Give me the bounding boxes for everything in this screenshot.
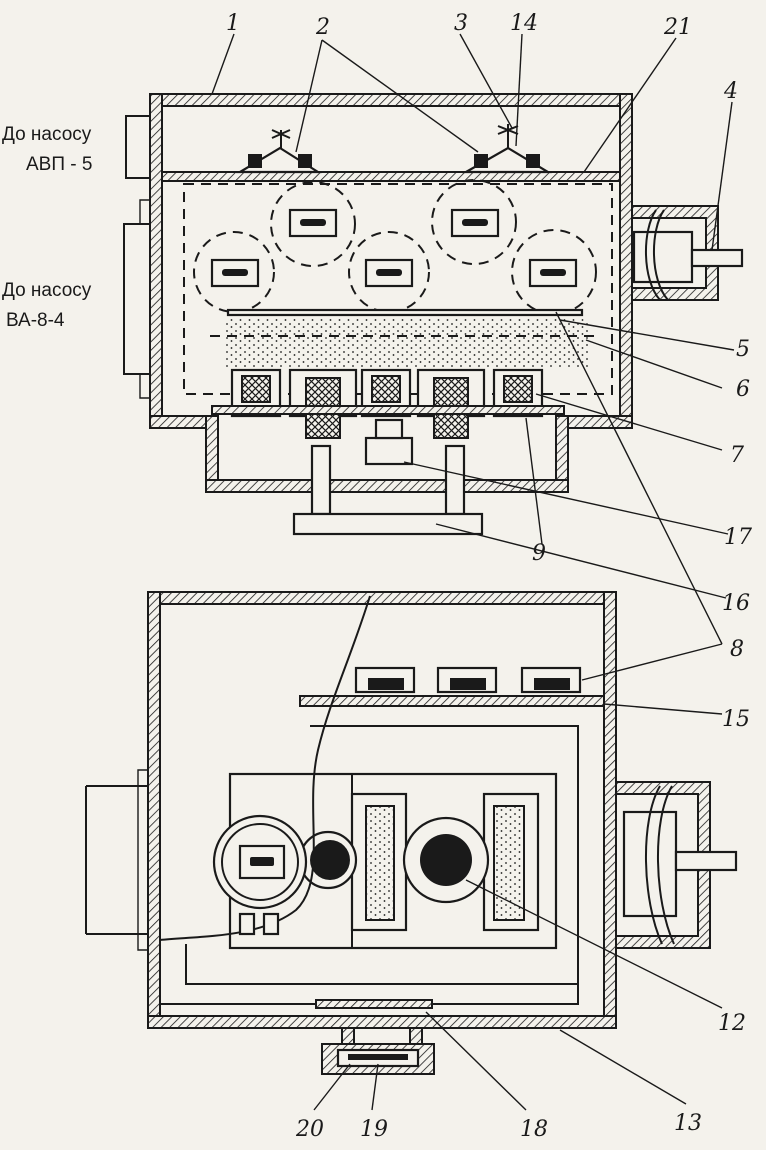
bottom-plan-view bbox=[85, 591, 738, 1075]
top-section-view bbox=[123, 93, 744, 536]
pump-label-va84-line1: До насосу bbox=[2, 280, 92, 301]
lower-box-bottom bbox=[205, 479, 569, 493]
screen-5 bbox=[226, 308, 584, 317]
callout-8: 8 bbox=[730, 637, 744, 662]
chamber-left-wall bbox=[149, 93, 163, 429]
callout-1: 1 bbox=[226, 11, 240, 36]
plan-bottom-wall bbox=[147, 1015, 617, 1029]
chamber-right-wall bbox=[619, 93, 633, 429]
pump-label-va84-line2: ВА-8-4 bbox=[6, 310, 65, 331]
callout-9: 9 bbox=[532, 541, 546, 566]
base-plate-9 bbox=[211, 405, 565, 415]
callout-7: 7 bbox=[730, 443, 744, 468]
manipulator-4 bbox=[631, 205, 744, 301]
cutaway-line bbox=[159, 595, 371, 941]
callout-2: 2 bbox=[315, 15, 330, 40]
callout-21: 21 bbox=[663, 15, 692, 40]
callout-15: 15 bbox=[722, 707, 750, 732]
plan-top-wall bbox=[147, 591, 617, 605]
stand-16 bbox=[292, 512, 484, 536]
substrate-holders-8 bbox=[354, 666, 582, 694]
pump-port-va84 bbox=[123, 223, 150, 375]
plan-left-wall bbox=[147, 591, 161, 1027]
shaft-17 bbox=[364, 436, 414, 466]
callout-19: 19 bbox=[360, 1117, 388, 1142]
manipulator-right bbox=[615, 781, 738, 949]
callout-17: 17 bbox=[724, 525, 752, 550]
callout-16: 16 bbox=[722, 591, 750, 616]
plan-right-wall bbox=[603, 591, 617, 1027]
pump-port-avp5 bbox=[125, 115, 150, 179]
holder-left bbox=[236, 129, 322, 174]
substrate-circles bbox=[193, 179, 597, 315]
flange-19-20 bbox=[321, 1027, 435, 1075]
leader-lines bbox=[211, 33, 735, 1111]
pump-label-avp5-line1: До насосу bbox=[2, 124, 92, 145]
chamber-top-wall bbox=[149, 93, 633, 107]
holder-right bbox=[461, 124, 552, 174]
window-18 bbox=[315, 999, 433, 1009]
callout-6: 6 bbox=[736, 377, 750, 402]
callout-18: 18 bbox=[520, 1117, 548, 1142]
callout-4: 4 bbox=[723, 79, 738, 104]
callout-13: 13 bbox=[674, 1111, 702, 1136]
callout-3: 3 bbox=[454, 11, 468, 36]
plasma-zone bbox=[224, 318, 588, 368]
pump-label-avp5-line2: АВП - 5 bbox=[26, 154, 92, 175]
callout-5: 5 bbox=[736, 337, 750, 362]
callout-14: 14 bbox=[510, 11, 538, 36]
partition-21 bbox=[161, 171, 621, 182]
callout-20: 20 bbox=[295, 1117, 324, 1142]
plate-15 bbox=[299, 695, 605, 707]
callout-12: 12 bbox=[718, 1011, 746, 1036]
